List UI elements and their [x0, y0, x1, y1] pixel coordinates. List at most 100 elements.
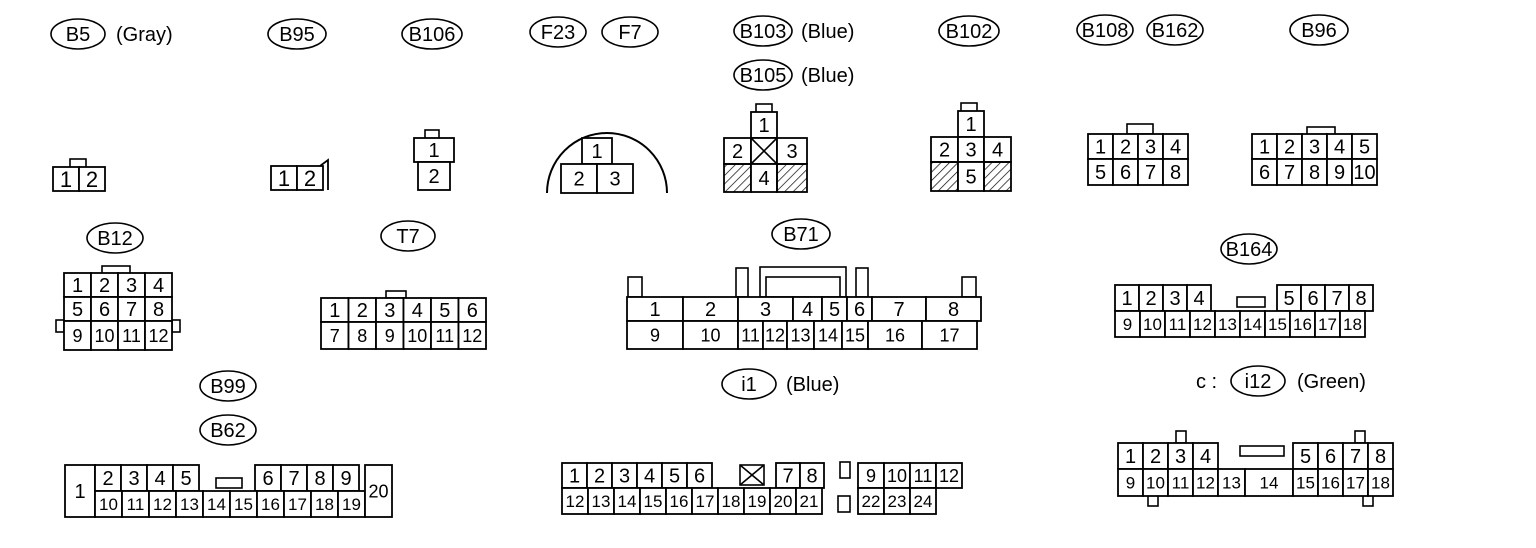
- connector-b62-pin-9: 9: [332, 464, 360, 492]
- svg-text:14: 14: [207, 495, 226, 514]
- connector-b164-label: B164: [1220, 233, 1278, 265]
- svg-text:1: 1: [1095, 137, 1106, 159]
- connector-i1-pin-3: 3: [611, 462, 638, 489]
- connector-b95-pin-1: 1: [270, 165, 298, 191]
- connector-i1-pin-1: 1: [561, 462, 588, 489]
- svg-text:1: 1: [278, 166, 290, 191]
- svg-text:i12: i12: [1245, 371, 1272, 393]
- connector-b62-pin-7: 7: [280, 464, 308, 492]
- svg-text:16: 16: [261, 495, 280, 514]
- connector-b62-pin-13: 13: [175, 490, 204, 518]
- connector-b71-pin-8: 8: [925, 296, 982, 322]
- svg-text:12: 12: [1193, 315, 1212, 334]
- connector-b62-pin-15: 15: [229, 490, 258, 518]
- svg-text:2: 2: [102, 468, 113, 490]
- connector-b96-pin-4: 4: [1326, 133, 1353, 160]
- connector-b62-pin-8: 8: [306, 464, 334, 492]
- svg-text:12: 12: [1196, 474, 1215, 493]
- svg-text:11: 11: [914, 466, 933, 486]
- svg-text:12: 12: [939, 466, 959, 486]
- connector-b5-pin-2: 2: [78, 166, 106, 192]
- connector-b162-pin-7: 7: [1137, 158, 1164, 186]
- svg-text:8: 8: [1355, 288, 1366, 310]
- connector-i1-pin-22: 22: [857, 487, 885, 515]
- connector-b12-latch-right: [171, 319, 181, 333]
- connector-i12-pin-17: 17: [1342, 468, 1369, 497]
- connector-i1-pin-21: 21: [795, 487, 823, 515]
- svg-text:2: 2: [1145, 288, 1156, 310]
- svg-text:20: 20: [368, 481, 388, 501]
- svg-text:9: 9: [1123, 315, 1132, 334]
- connector-t7-pin-7: 7: [320, 321, 350, 350]
- connector-t7-pin-12: 12: [457, 321, 487, 350]
- svg-text:9: 9: [385, 326, 395, 346]
- connector-i1-blank-marker: [739, 464, 765, 486]
- connector-b99-label: B99: [199, 370, 257, 402]
- connector-i1-key-top: [839, 461, 851, 479]
- connector-b71-pin-13: 13: [786, 320, 815, 350]
- svg-text:1: 1: [1121, 288, 1132, 310]
- connector-i1-pin-23: 23: [883, 487, 911, 515]
- connector-b102-pin-1: 1: [957, 110, 985, 138]
- connector-b96-pin-2: 2: [1276, 133, 1303, 160]
- svg-text:12: 12: [462, 326, 482, 346]
- svg-text:11: 11: [741, 325, 760, 345]
- connector-i1-pin-2: 2: [586, 462, 613, 489]
- connector-i1-pin-7: 7: [775, 462, 801, 489]
- svg-text:5: 5: [1300, 446, 1311, 468]
- svg-text:F7: F7: [618, 22, 641, 44]
- svg-text:16: 16: [670, 492, 689, 511]
- connector-b105-label: B105 (Blue): [733, 59, 854, 91]
- svg-text:6: 6: [1120, 162, 1131, 184]
- connector-i1-pin-18: 18: [717, 487, 745, 515]
- connector-t7-label: T7: [380, 220, 436, 252]
- svg-text:6: 6: [694, 466, 705, 488]
- connector-b71-pin-4: 4: [792, 296, 823, 322]
- svg-text:10: 10: [887, 466, 907, 486]
- svg-text:3: 3: [1169, 288, 1180, 310]
- connector-i12-pin-12: 12: [1192, 468, 1219, 497]
- connector-i12-pin-4: 4: [1192, 442, 1219, 470]
- svg-text:B102: B102: [946, 21, 993, 43]
- connector-b12-pin-12: 12: [144, 320, 173, 351]
- connector-b96-pin-10: 10: [1351, 158, 1378, 186]
- svg-text:21: 21: [800, 492, 819, 511]
- svg-text:8: 8: [1375, 446, 1386, 468]
- connector-f7-pin-1: 1: [581, 137, 613, 165]
- connector-b162-pin-5: 5: [1087, 158, 1114, 186]
- svg-text:10: 10: [99, 495, 118, 514]
- connector-t7-pin-6: 6: [457, 297, 487, 323]
- connector-b62-pin-14: 14: [202, 490, 231, 518]
- svg-text:6: 6: [467, 300, 478, 322]
- connector-b106-pin-1: 1: [413, 137, 455, 163]
- svg-text:4: 4: [802, 299, 813, 321]
- connector-b105-pin-1: 1: [750, 111, 778, 139]
- svg-text:10: 10: [1353, 162, 1375, 184]
- connector-i12-pin-16: 16: [1317, 468, 1344, 497]
- connector-i12-latches: [1147, 430, 1374, 507]
- connector-i1-pin-11: 11: [909, 462, 937, 489]
- connector-b102-pin-4: 4: [983, 136, 1012, 163]
- svg-text:9: 9: [650, 325, 660, 345]
- svg-text:B162: B162: [1152, 20, 1199, 42]
- svg-text:B164: B164: [1226, 239, 1273, 261]
- connector-i12-label: c : i12 (Green): [1196, 365, 1366, 397]
- connector-b12-pin-8: 8: [144, 296, 173, 322]
- connector-t7-pin-8: 8: [347, 321, 377, 350]
- connector-i12-note: (Green): [1297, 371, 1366, 393]
- svg-text:15: 15: [644, 492, 663, 511]
- svg-text:1: 1: [965, 114, 976, 136]
- svg-text:15: 15: [1268, 315, 1287, 334]
- svg-text:B12: B12: [97, 228, 133, 250]
- connector-f7-pin-3: 3: [596, 163, 634, 194]
- svg-text:T7: T7: [396, 226, 419, 248]
- svg-text:18: 18: [1343, 315, 1362, 334]
- connector-f7-housing: [546, 132, 668, 194]
- connector-t7-pin-5: 5: [430, 297, 460, 323]
- connector-b162-pin-3: 3: [1137, 133, 1164, 160]
- connector-b96-pin-5: 5: [1351, 133, 1378, 160]
- svg-text:B5: B5: [66, 24, 90, 46]
- svg-text:B62: B62: [210, 420, 246, 442]
- svg-text:2: 2: [1284, 137, 1295, 159]
- svg-text:5: 5: [439, 300, 450, 322]
